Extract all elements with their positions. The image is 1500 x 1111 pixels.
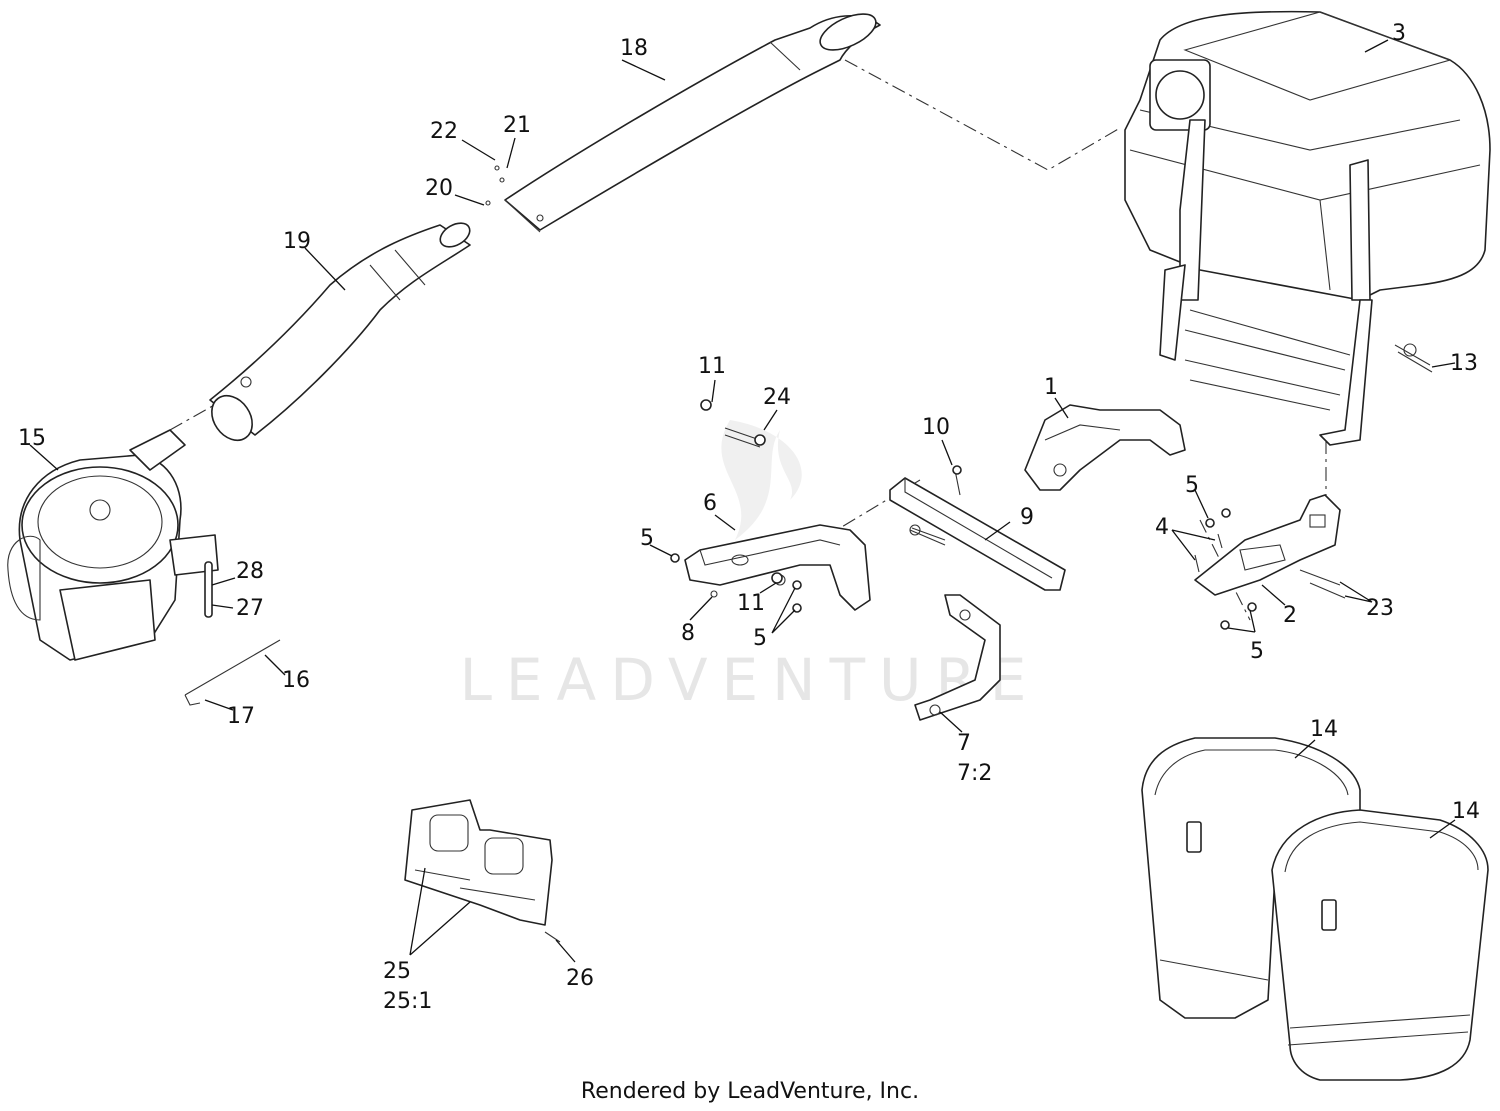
- callout-15: 15: [18, 426, 46, 451]
- part-18-upper-tube[interactable]: [504, 7, 881, 233]
- callout-28: 28: [236, 559, 264, 584]
- leader-lines: [29, 39, 1456, 963]
- callout-14-right: 14: [1452, 799, 1480, 824]
- callout-10: 10: [922, 415, 950, 440]
- part-6-bracket[interactable]: [684, 524, 871, 611]
- callout-5-right-top: 5: [1185, 473, 1199, 498]
- part-2-bracket[interactable]: [1194, 494, 1341, 596]
- part-15-blower-housing[interactable]: [7, 429, 219, 661]
- part-7-bracket[interactable]: [914, 594, 1001, 721]
- callout-17: 17: [227, 704, 255, 729]
- part-25-decals[interactable]: [404, 799, 553, 926]
- callout-2: 2: [1283, 603, 1297, 628]
- callout-9: 9: [1020, 505, 1034, 530]
- callout-3: 3: [1392, 21, 1406, 46]
- callout-7: 7: [957, 731, 971, 756]
- callout-13: 13: [1450, 351, 1478, 376]
- part-16-17-rod[interactable]: [184, 639, 281, 706]
- part-9-rail[interactable]: [889, 477, 1066, 591]
- part-3-hopper[interactable]: [1124, 10, 1491, 446]
- hardware: [485, 165, 1346, 943]
- callout-5-center: 5: [753, 626, 767, 651]
- callout-6: 6: [703, 491, 717, 516]
- callout-8: 8: [681, 621, 695, 646]
- callout-18: 18: [620, 36, 648, 61]
- callout-19: 19: [283, 229, 311, 254]
- part-13-pin[interactable]: [1394, 343, 1433, 373]
- callout-25: 25: [383, 959, 411, 984]
- callout-labels: 18 3 22 21 20 19 15 11 24 1 10 13 5 4 6 …: [18, 21, 1480, 1014]
- callout-7-qty: 7:2: [957, 761, 992, 786]
- part-14-bag-right[interactable]: [1271, 809, 1489, 1081]
- callout-23: 23: [1366, 596, 1394, 621]
- part-27-28-pin[interactable]: [204, 561, 213, 618]
- callout-20: 20: [425, 176, 453, 201]
- callout-16: 16: [282, 668, 310, 693]
- callout-5-left: 5: [640, 526, 654, 551]
- callout-22: 22: [430, 119, 458, 144]
- callout-25-qty: 25:1: [383, 989, 432, 1014]
- callout-27: 27: [236, 596, 264, 621]
- callout-21: 21: [503, 113, 531, 138]
- callout-5-right-bottom: 5: [1250, 639, 1264, 664]
- callout-11-top: 11: [698, 354, 726, 379]
- callout-1: 1: [1044, 375, 1058, 400]
- callout-24: 24: [763, 385, 791, 410]
- callout-4: 4: [1155, 515, 1169, 540]
- part-1-bracket[interactable]: [1024, 404, 1186, 491]
- callout-26: 26: [566, 966, 594, 991]
- footer-credit: Rendered by LeadVenture, Inc.: [581, 1079, 919, 1104]
- part-19-lower-tube[interactable]: [203, 218, 473, 448]
- callout-11-bottom: 11: [737, 591, 765, 616]
- callout-14-left: 14: [1310, 717, 1338, 742]
